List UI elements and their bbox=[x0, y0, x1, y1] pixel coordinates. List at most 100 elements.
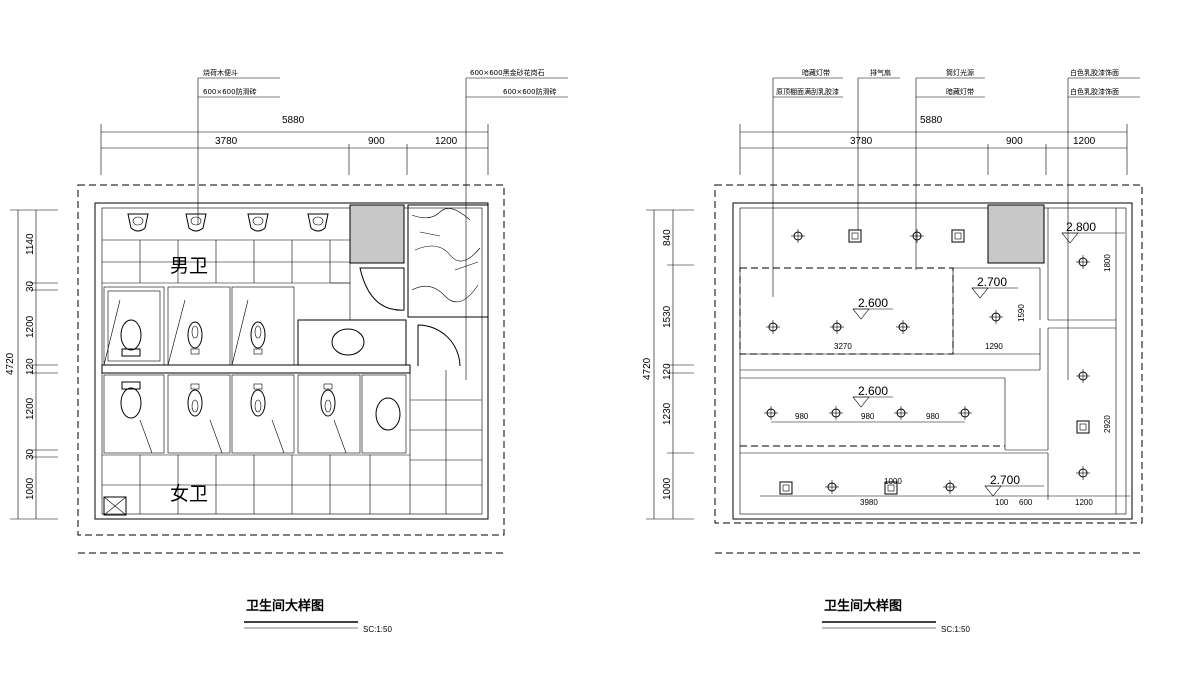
exhaust-fan-icon bbox=[1076, 420, 1090, 434]
svg-text:2.700: 2.700 bbox=[977, 275, 1007, 289]
vanity-counter bbox=[297, 319, 407, 366]
downlight-icon bbox=[830, 320, 844, 334]
right-callout-1: 暗藏灯带 原顶棚面满刮乳胶漆 bbox=[772, 68, 843, 297]
right-outer-dashed-frame bbox=[714, 184, 1143, 524]
svg-text:2.600: 2.600 bbox=[858, 384, 888, 398]
squat-toilet-icon bbox=[187, 383, 203, 417]
inner-dim-h2: 1800 bbox=[1103, 254, 1112, 272]
left-floor-plan: 男卫 女卫 5880 3780 900 1200 47 bbox=[5, 68, 568, 634]
dim-height-5: 1200 bbox=[25, 397, 36, 420]
exhaust-fan-icon bbox=[884, 481, 898, 495]
svg-text:2.800: 2.800 bbox=[1066, 220, 1096, 234]
men-stalls bbox=[103, 286, 295, 366]
squat-toilet-icon bbox=[250, 321, 266, 355]
dim-total-height: 4720 bbox=[642, 357, 653, 380]
dim-height-1: 840 bbox=[662, 229, 673, 246]
squat-toilet-icon bbox=[250, 383, 266, 417]
downlight-icon bbox=[1076, 369, 1090, 383]
level-marker-l2: 2.700 bbox=[971, 275, 1018, 299]
svg-text:原顶棚面满刮乳胶漆: 原顶棚面满刮乳胶漆 bbox=[776, 87, 839, 96]
dim-total-width: 5880 bbox=[920, 115, 943, 126]
dim-width-3: 1200 bbox=[435, 136, 458, 147]
middle-partition-wall bbox=[101, 364, 411, 374]
dim-height-2: 1530 bbox=[662, 305, 673, 328]
downlight-icon bbox=[896, 320, 910, 334]
room-label-women: 女卫 bbox=[170, 483, 208, 505]
room-label-men: 男卫 bbox=[170, 255, 208, 277]
inner-dim-s1: 980 bbox=[795, 412, 809, 421]
downlight-icon bbox=[894, 406, 908, 420]
left-outer-wall bbox=[94, 202, 489, 520]
level-marker-l1: 2.800 bbox=[1061, 220, 1125, 244]
downlight-icon bbox=[825, 480, 839, 494]
left-tile-grid bbox=[102, 239, 482, 514]
right-callout-3: 筒灯光源 暗藏灯带 bbox=[915, 68, 985, 270]
women-vanity bbox=[361, 374, 407, 454]
inner-dim-b2: 100 bbox=[995, 498, 1009, 507]
callout-text: 烧荷木便斗 bbox=[203, 68, 238, 77]
dim-height-4: 120 bbox=[25, 358, 36, 375]
left-drawing-title: 卫生间大样图 bbox=[246, 598, 324, 614]
downlight-icon bbox=[829, 406, 843, 420]
downlights bbox=[764, 229, 1090, 494]
callout-text: 600×600黑金砂花岗石 bbox=[470, 68, 545, 77]
inner-dim-h3: 2920 bbox=[1103, 415, 1112, 433]
basin-icon bbox=[375, 397, 401, 431]
urinal-icon bbox=[185, 213, 207, 232]
women-stalls bbox=[103, 374, 361, 454]
left-outer-dashed-frame bbox=[77, 184, 505, 536]
urinal-icon bbox=[307, 213, 329, 232]
dim-height-7: 1000 bbox=[25, 477, 36, 500]
right-callout-4: 白色乳胶漆饰面 白色乳胶漆饰面 bbox=[1067, 68, 1140, 380]
svg-text:白色乳胶漆饰面: 白色乳胶漆饰面 bbox=[1070, 87, 1119, 96]
urinal-icon bbox=[247, 213, 269, 232]
dim-height-5: 1000 bbox=[662, 477, 673, 500]
downlight-icon bbox=[1076, 255, 1090, 269]
right-scale-label: SC:1:50 bbox=[941, 625, 970, 634]
toilet-icon bbox=[120, 319, 142, 357]
dim-height-4: 1230 bbox=[662, 402, 673, 425]
svg-text:暗藏灯带: 暗藏灯带 bbox=[802, 68, 830, 77]
granite-texture bbox=[411, 208, 481, 303]
dim-height-1: 1140 bbox=[25, 233, 36, 255]
inner-dim-b1: 3980 bbox=[860, 498, 878, 507]
granite-strip bbox=[407, 204, 489, 318]
dim-width-2: 900 bbox=[1006, 136, 1023, 147]
dim-height-6: 30 bbox=[25, 448, 36, 460]
downlight-icon bbox=[1076, 466, 1090, 480]
left-callout-2: 600×600黑金砂花岗石 600×600防滑砖 bbox=[465, 68, 568, 380]
right-drawing-title: 卫生间大样图 bbox=[824, 598, 902, 614]
callout-text: 600×600防滑砖 bbox=[203, 87, 257, 96]
dim-height-2: 30 bbox=[25, 280, 36, 292]
inner-dim-s3: 980 bbox=[926, 412, 940, 421]
level-marker-l4: 2.600 bbox=[852, 384, 893, 408]
downlight-icon bbox=[764, 406, 778, 420]
svg-text:筒灯光源: 筒灯光源 bbox=[946, 68, 974, 77]
inner-dim-s2: 980 bbox=[861, 412, 875, 421]
svg-text:白色乳胶漆饰面: 白色乳胶漆饰面 bbox=[1070, 68, 1119, 77]
level-markers: 2.800 2.700 2.600 2.600 2.700 bbox=[852, 220, 1125, 497]
downlight-icon bbox=[989, 310, 1003, 324]
left-scale-label: SC:1:50 bbox=[363, 625, 392, 634]
squat-toilet-icon bbox=[187, 321, 203, 355]
basin-icon bbox=[331, 328, 365, 356]
inner-dim-b3: 600 bbox=[1019, 498, 1033, 507]
exhaust-fan-icon bbox=[779, 481, 793, 495]
inner-dim-w2: 1290 bbox=[985, 342, 1003, 351]
right-outer-wall bbox=[732, 202, 1133, 520]
shaft-block bbox=[349, 204, 405, 264]
svg-text:2.700: 2.700 bbox=[990, 473, 1020, 487]
right-callout-2: 排气扇 bbox=[857, 68, 900, 230]
exhaust-fans bbox=[779, 229, 1090, 495]
toilet-icon bbox=[120, 381, 142, 419]
downlight-icon bbox=[766, 320, 780, 334]
left-top-dimensions: 5880 3780 900 1200 bbox=[100, 115, 489, 175]
svg-text:2.600: 2.600 bbox=[858, 296, 888, 310]
right-ceiling-plan: 2.800 2.700 2.600 2.600 2.700 bbox=[642, 68, 1143, 634]
door-swing bbox=[417, 324, 461, 367]
right-inner-dimensions: 3270 1290 1590 1800 2920 980 980 980 100… bbox=[760, 254, 1130, 507]
squat-toilet-icon bbox=[320, 383, 336, 417]
inner-dim-w1: 3270 bbox=[834, 342, 852, 351]
dim-width-1: 3780 bbox=[215, 136, 238, 147]
